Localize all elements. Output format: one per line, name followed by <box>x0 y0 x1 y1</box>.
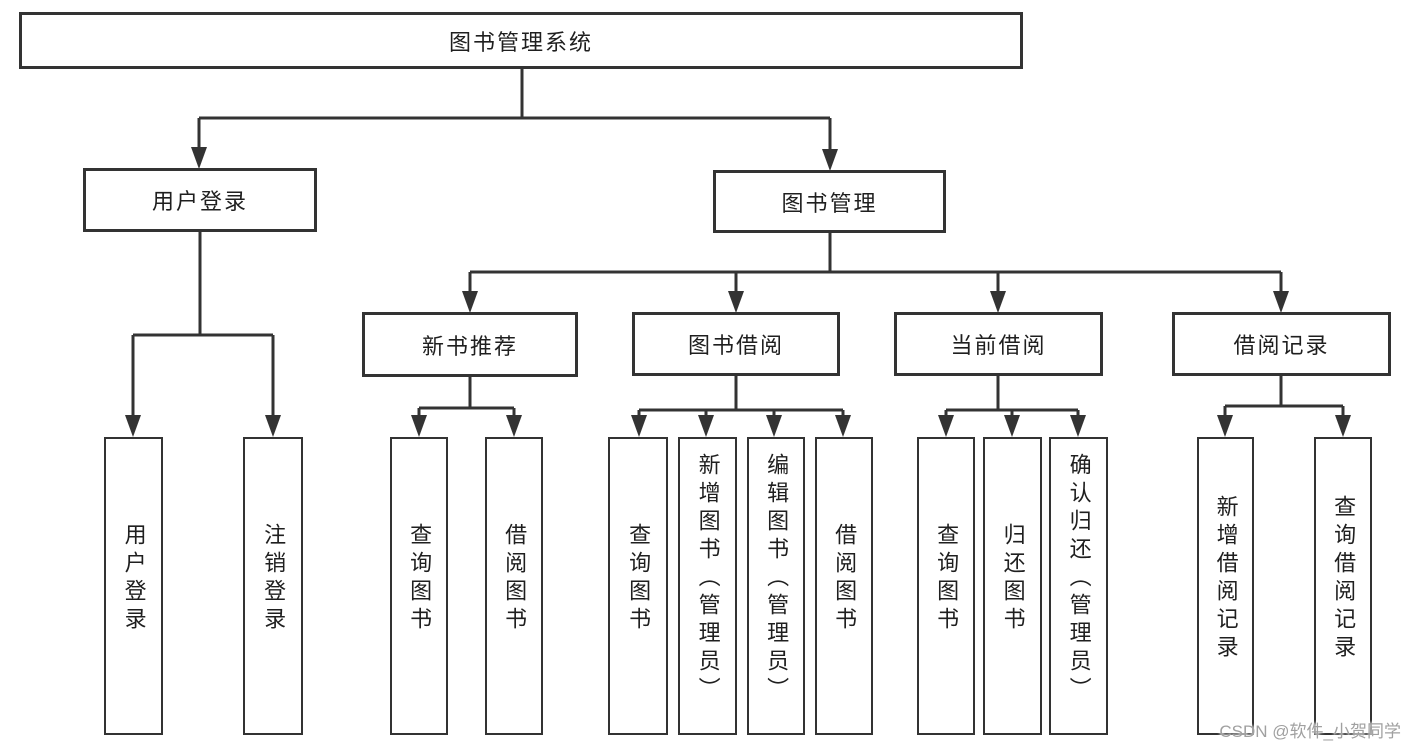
leaf-confirm-return-admin: 确认归还（管理员） <box>1049 437 1108 735</box>
leaf-borrow-books-borrow: 借阅图书 <box>815 437 873 735</box>
leaf-query-books-recommend: 查询图书 <box>390 437 448 735</box>
leaf-label: 查询借阅记录 <box>1331 495 1357 663</box>
arrow-down-icon <box>125 415 141 437</box>
node-label: 用户登录 <box>151 189 248 214</box>
leaf-label: 查询图书 <box>934 523 960 635</box>
leaf-add-book-admin: 新增图书（管理员） <box>678 437 737 735</box>
node-label: 图书管理系统 <box>448 29 593 55</box>
node-label: 当前借阅 <box>950 333 1047 358</box>
arrow-down-icon <box>698 415 714 437</box>
arrow-down-icon <box>191 147 207 169</box>
leaf-label: 用户登录 <box>121 523 147 635</box>
leaf-return-book: 归还图书 <box>983 437 1042 735</box>
arrow-down-icon <box>265 415 281 437</box>
leaf-query-borrow-record: 查询借阅记录 <box>1314 437 1372 735</box>
leaf-label: 确认归还（管理员） <box>1066 453 1092 705</box>
arrow-down-icon <box>631 415 647 437</box>
node-label: 图书借阅 <box>687 333 784 358</box>
leaf-label: 新增借阅记录 <box>1213 495 1239 663</box>
node-current-borrowing: 当前借阅 <box>894 312 1103 376</box>
arrow-down-icon <box>835 415 851 437</box>
arrow-down-icon <box>990 291 1006 313</box>
connector-lines <box>131 68 1345 418</box>
node-new-book-recommend: 新书推荐 <box>362 312 578 377</box>
arrow-down-icon <box>506 415 522 437</box>
leaf-query-books-current: 查询图书 <box>917 437 975 735</box>
arrow-down-icon <box>1335 415 1351 437</box>
arrow-down-icon <box>1217 415 1233 437</box>
leaf-label: 归还图书 <box>1000 523 1026 635</box>
leaf-label: 查询图书 <box>626 523 652 635</box>
node-user-login: 用户登录 <box>83 168 317 232</box>
leaf-label: 借阅图书 <box>832 523 858 635</box>
leaf-add-borrow-record: 新增借阅记录 <box>1197 437 1254 735</box>
leaf-label: 新增图书（管理员） <box>695 453 721 705</box>
csdn-watermark: CSDN @软件_小贺同学 <box>1219 722 1401 741</box>
leaf-logout: 注销登录 <box>243 437 303 735</box>
node-book-management: 图书管理 <box>713 170 946 233</box>
arrow-down-icon <box>938 415 954 437</box>
node-borrowing-records: 借阅记录 <box>1172 312 1391 376</box>
leaf-borrow-books-recommend: 借阅图书 <box>485 437 543 735</box>
leaf-label: 借阅图书 <box>502 523 528 635</box>
leaf-edit-book-admin: 编辑图书（管理员） <box>747 437 805 735</box>
arrowheads <box>125 147 1351 437</box>
leaf-label: 查询图书 <box>407 523 433 635</box>
arrow-down-icon <box>766 415 782 437</box>
arrow-down-icon <box>822 149 838 171</box>
node-book-borrowing: 图书借阅 <box>632 312 840 376</box>
leaf-label: 注销登录 <box>261 523 287 635</box>
leaf-label: 编辑图书（管理员） <box>764 453 790 705</box>
node-library-management-system: 图书管理系统 <box>19 12 1023 69</box>
leaf-query-books-borrow: 查询图书 <box>608 437 668 735</box>
arrow-down-icon <box>411 415 427 437</box>
arrow-down-icon <box>1273 291 1289 313</box>
node-label: 借阅记录 <box>1233 333 1330 358</box>
arrow-down-icon <box>1004 415 1020 437</box>
node-label: 图书管理 <box>781 190 878 216</box>
arrow-down-icon <box>728 291 744 313</box>
arrow-down-icon <box>1070 415 1086 437</box>
node-label: 新书推荐 <box>421 333 518 359</box>
leaf-user-login: 用户登录 <box>104 437 163 735</box>
arrow-down-icon <box>462 291 478 313</box>
